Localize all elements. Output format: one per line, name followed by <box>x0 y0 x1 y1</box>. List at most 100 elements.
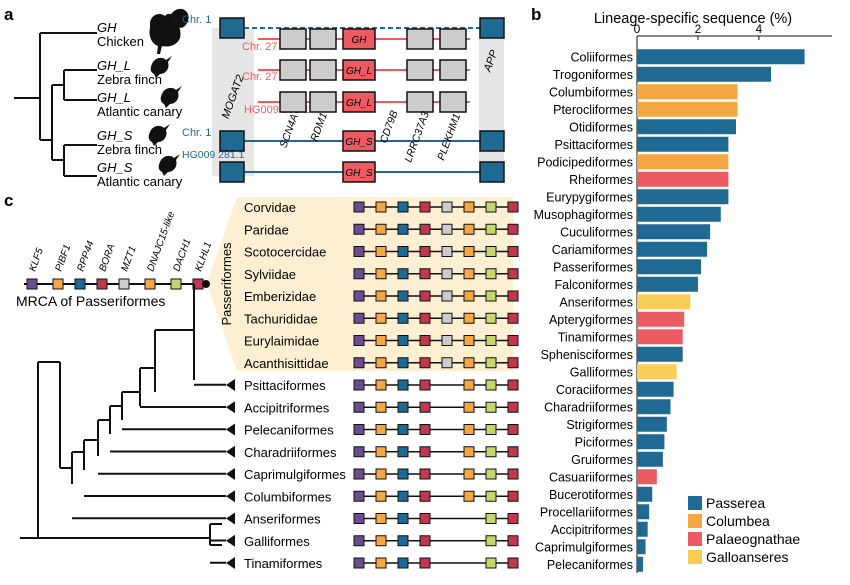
gene-square <box>419 513 431 524</box>
gene-square <box>353 401 365 413</box>
category-label: Coraciiformes <box>556 383 633 397</box>
gene-square <box>419 290 431 302</box>
category-label: Piciformes <box>575 435 633 449</box>
gene-square <box>397 490 409 502</box>
bar <box>637 101 738 117</box>
gene-square <box>397 513 409 524</box>
category-label: Strigiformes <box>566 418 633 432</box>
bar <box>637 469 657 485</box>
species-name-5: Atlantic canary <box>97 174 183 189</box>
gene-square <box>507 201 519 213</box>
passeriformes-group-label: Passeriformes <box>219 242 234 326</box>
gene-square <box>463 424 475 435</box>
gene-square <box>463 379 475 391</box>
gray-gene-box <box>309 91 337 113</box>
gray-gene-box <box>279 59 307 81</box>
bar <box>637 49 805 65</box>
panel-c-label: c <box>4 191 13 210</box>
gh-label-4: GH_S <box>345 137 373 148</box>
category-label: Tinamiformes <box>558 330 633 344</box>
gene-square <box>485 201 497 213</box>
species-gene-3: GH_L <box>97 90 131 105</box>
gene-square <box>463 223 475 235</box>
bar <box>637 206 721 222</box>
gene-square <box>353 513 365 524</box>
gene-square <box>353 246 365 257</box>
gene-square <box>419 201 431 213</box>
bar <box>637 171 729 187</box>
gene-square <box>441 268 453 280</box>
gene-square <box>397 535 409 547</box>
gene-square <box>463 290 475 302</box>
gene-square <box>507 379 519 391</box>
gene-square <box>463 201 475 213</box>
gene-square <box>419 446 431 458</box>
mrca-gene-square <box>118 278 130 290</box>
bar <box>637 486 653 502</box>
gene-square <box>353 268 365 280</box>
order-label: Columbiformes <box>244 489 332 504</box>
x-tick-label: 4 <box>756 22 763 36</box>
gene-square <box>507 290 519 302</box>
gene-square <box>419 357 431 369</box>
gene-square <box>353 535 365 547</box>
bar <box>637 434 665 450</box>
gene-square <box>353 312 365 324</box>
order-label: Pelecaniformes <box>244 423 334 438</box>
app-box-3 <box>479 161 505 183</box>
gene-square <box>485 535 497 547</box>
gene-square <box>375 557 387 569</box>
order-label: Charadriiformes <box>244 445 337 460</box>
clade-triangle <box>226 557 235 569</box>
gene-square <box>375 268 387 280</box>
gene-square <box>463 246 475 257</box>
legend-label: Palaeognathae <box>706 531 800 547</box>
panel-a: a GH Chicken GH_L Zebra finch GH_L Atlan… <box>4 5 505 189</box>
category-label: Musophagiformes <box>534 208 633 222</box>
gene-square <box>397 290 409 302</box>
category-label: Passeriformes <box>553 260 633 274</box>
gene-square <box>507 468 519 480</box>
gene-square <box>463 312 475 324</box>
gene-square <box>463 401 475 413</box>
gene-square <box>375 401 387 413</box>
gene-square <box>419 223 431 235</box>
chicken-silhouette-icon <box>149 8 189 54</box>
gh-label-2: GH_L <box>346 66 372 77</box>
gene-square <box>441 223 453 235</box>
species-gene-5: GH_S <box>97 160 133 175</box>
gene-square <box>485 223 497 235</box>
bar <box>637 154 729 170</box>
gene-square <box>485 312 497 324</box>
gh-box-3 <box>342 91 376 113</box>
gene-square <box>507 513 519 524</box>
gene-square <box>397 557 409 569</box>
gh-box-5 <box>342 161 376 183</box>
gh-label-3: GH_L <box>346 98 372 109</box>
gene-presence-rows: CorvidaeParidaeScotocercidaeSylviidaeEmb… <box>244 200 519 571</box>
legend-label: Passerea <box>706 495 765 511</box>
mrca-gene-square <box>52 278 64 290</box>
gh-label-1: GH <box>352 35 368 46</box>
gene-square <box>397 223 409 235</box>
gene-square <box>463 335 475 346</box>
bar <box>637 294 691 310</box>
gray-gene-box <box>406 91 434 113</box>
gh-box-1 <box>342 28 376 50</box>
gene-square <box>485 246 497 257</box>
clade-triangle <box>226 468 235 480</box>
gene-square <box>441 201 453 213</box>
gene-square <box>419 246 431 257</box>
bar <box>637 504 650 520</box>
gene-square <box>353 490 365 502</box>
gene-square <box>485 424 497 435</box>
gene-square <box>353 446 365 458</box>
gene-square <box>353 201 365 213</box>
chr1-label-top: Chr. 1 <box>182 14 211 26</box>
legend-swatch <box>688 514 702 528</box>
category-label: Accipitriformes <box>551 523 633 537</box>
gene-square <box>397 246 409 257</box>
